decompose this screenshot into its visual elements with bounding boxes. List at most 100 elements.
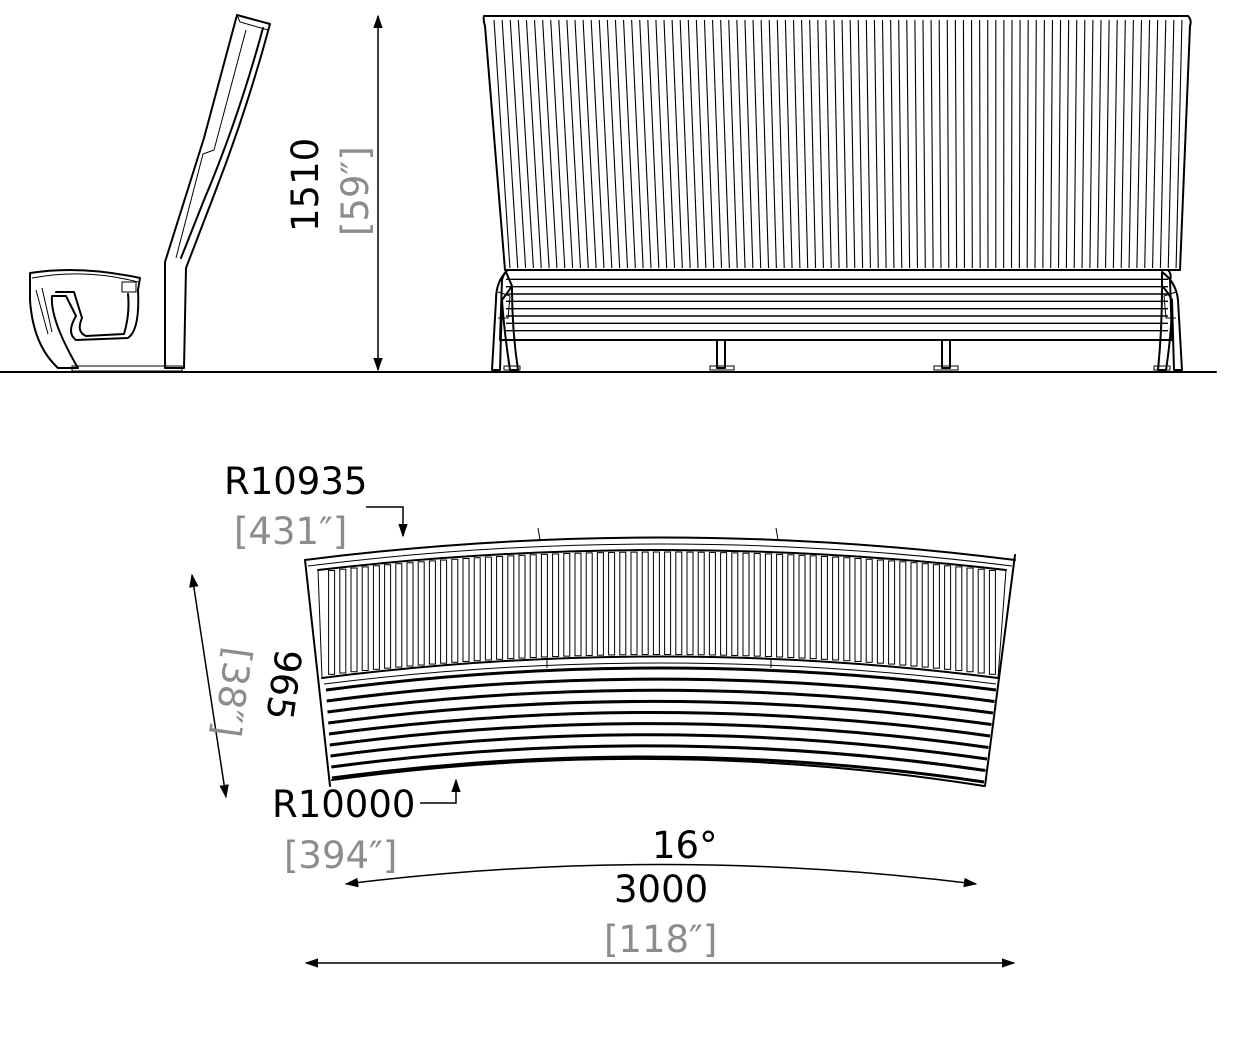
backrest-slat [728,19,738,269]
top-backrest-slat [406,562,414,667]
top-backrest-slat [540,553,548,658]
top-backrest-slat [462,557,470,662]
top-backrest-slat [955,566,963,672]
backrest-slat [744,19,754,269]
top-backrest-slat [809,555,817,660]
backrest-slat [1065,19,1070,269]
backrest-slat [525,19,542,269]
length-dimension: 3000 [118″] [304,868,1016,968]
backrest-slat [825,19,832,269]
side-view-backrest [164,14,271,369]
top-backrest-slat [596,552,604,656]
backrest-slat [606,19,621,269]
backrest-slat [566,19,582,269]
backrest-slat [558,19,574,269]
top-backrest-slat [619,551,627,656]
backrest-slat [614,19,629,269]
top-backrest-slat [865,558,873,663]
backrest-slat [671,19,683,269]
backrest-slat [1128,19,1134,269]
backrest-slat [736,19,746,269]
front-view-left-frame [491,271,513,371]
outer-radius-metric-label: R10935 [224,460,367,503]
backrest-slat [1018,19,1021,269]
top-backrest-slat [339,568,347,674]
top-backrest-slat [888,560,896,665]
top-seat-slat [327,688,994,715]
depth-metric-label: 965 [257,647,309,723]
backrest-slat [1136,19,1143,269]
height-metric-label: 1510 [284,138,327,232]
backrest-slat [946,19,950,269]
backrest-slat [873,19,879,269]
inner-radius-metric-label: R10000 [272,783,415,826]
backrest-slat [647,19,660,269]
length-metric-label: 3000 [614,868,708,911]
backrest-slat [703,19,715,269]
top-backrest-slat [787,554,795,659]
height-imperial-label: [59″] [334,146,377,236]
backrest-slat [857,19,864,269]
backrest-slat [1026,19,1029,269]
backrest-slat [752,19,762,269]
backrest-slat [930,19,934,269]
backrest-slat [768,19,777,269]
top-backrest-slat [664,551,672,656]
top-backrest-slat [966,567,974,673]
top-backrest-slat [921,563,929,668]
backrest-slat [550,19,566,269]
top-backrest-slat [372,565,380,670]
backrest-slat [1112,19,1118,269]
backrest-slat [542,19,558,269]
top-backrest-slat [518,554,526,659]
top-view-backrest-slats [328,551,996,675]
top-backrest-slat [417,561,425,666]
top-backrest-slat [630,551,638,656]
top-seat-slat [329,722,989,749]
length-imperial-label: [118″] [604,918,717,961]
front-view-right-frame [1161,271,1183,371]
top-backrest-slat [910,562,918,667]
top-backrest-slat [563,553,571,657]
top-seat-slat [326,677,995,703]
backrest-slat [1144,19,1151,269]
top-backrest-slat [977,568,985,674]
backrest-slat [1034,19,1037,269]
backrest-slat [501,19,519,269]
top-backrest-slat [697,551,705,656]
side-view-backrest-panel [175,29,247,259]
top-backrest-slat [899,561,907,666]
backrest-slat [817,19,824,269]
backrest-slat [898,19,903,269]
backrest-slat [1010,19,1013,269]
backrest-slat [720,19,730,269]
top-backrest-slat [675,551,683,656]
backrest-slat [622,19,636,269]
backrest-slat [784,19,793,269]
top-backrest-slat [529,554,537,659]
top-backrest-slat [652,551,660,656]
angle-dimension: 16° [344,824,978,888]
backrest-slat [1050,19,1054,269]
top-backrest-slat [552,553,560,658]
backrest-slat [655,19,668,269]
top-backrest-slat [641,551,649,656]
backrest-slat [1104,19,1110,269]
inner-radius-imperial-label: [394″] [284,834,397,877]
top-backrest-slat [832,556,840,661]
top-seat-slat [331,755,985,784]
top-backrest-slat [484,556,492,661]
top-backrest-slat [574,552,582,657]
front-view-backrest-outline [482,15,1192,271]
backrest-slat [1042,19,1045,269]
outer-radius-dimension: R10935 [431″] [224,460,408,553]
backrest-slat [590,19,605,269]
backrest-slat [809,19,817,269]
backrest-slat [509,19,527,269]
backrest-slat [1175,19,1183,269]
top-seat-slat [328,711,991,738]
backrest-slat [1159,19,1167,269]
backrest-slat [639,19,652,269]
backrest-slat [760,19,770,269]
